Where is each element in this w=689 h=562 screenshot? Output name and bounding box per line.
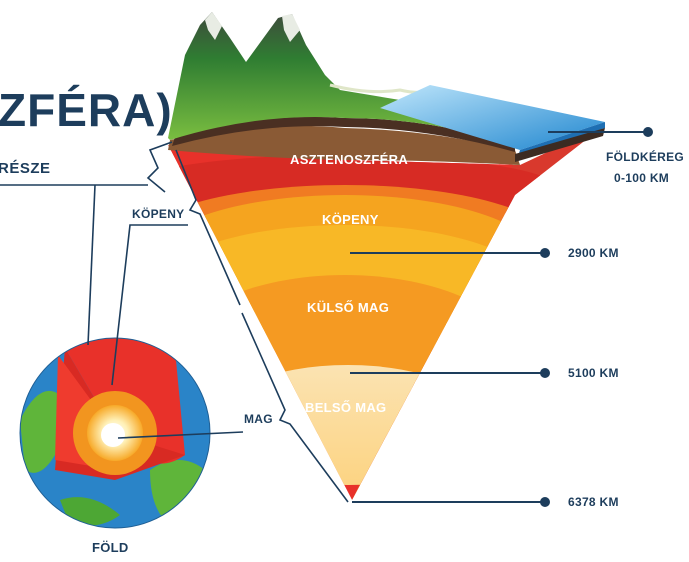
globe-leaders — [87, 184, 244, 439]
side-label-mantle: KÖPENY — [132, 207, 185, 221]
crust-dark — [172, 116, 515, 152]
seabed — [515, 128, 605, 162]
layer-label-outer-core: KÜLSŐ MAG — [307, 300, 390, 315]
continent — [20, 390, 64, 473]
continent — [150, 460, 205, 525]
depth-label-crust-name: FÖLDKÉREG — [606, 150, 685, 164]
mantle-bracket — [175, 149, 241, 306]
page-title: ZFÉRA) — [0, 84, 173, 136]
side-label-earth: FÖLD — [92, 540, 129, 555]
layer-label-inner-core: BELSŐ MAG — [305, 400, 387, 415]
depth-label-5100: 5100 KM — [568, 366, 619, 380]
depth-leaders — [350, 127, 653, 507]
core-bracket — [241, 312, 349, 503]
leader-globe-mantle — [111, 224, 188, 386]
globe — [19, 337, 211, 529]
leader-globe-core — [117, 431, 244, 439]
mountain-snow — [205, 12, 300, 42]
leader-globe-crust — [87, 184, 96, 346]
brackets — [146, 141, 349, 503]
layer-label-asthenosphere: ASZTENOSZFÉRA — [290, 152, 409, 167]
page-subtitle: RÉSZE — [0, 160, 51, 177]
crust-brown — [168, 125, 520, 165]
depth-label-6378: 6378 KM — [568, 495, 619, 509]
layer-label-mantle: KÖPENY — [322, 212, 379, 227]
side-label-core: MAG — [244, 412, 273, 426]
depth-label-crust-range: 0-100 KM — [614, 171, 670, 185]
depth-label-2900: 2900 KM — [568, 246, 619, 260]
crust-bracket — [146, 141, 173, 193]
ocean — [380, 85, 605, 150]
